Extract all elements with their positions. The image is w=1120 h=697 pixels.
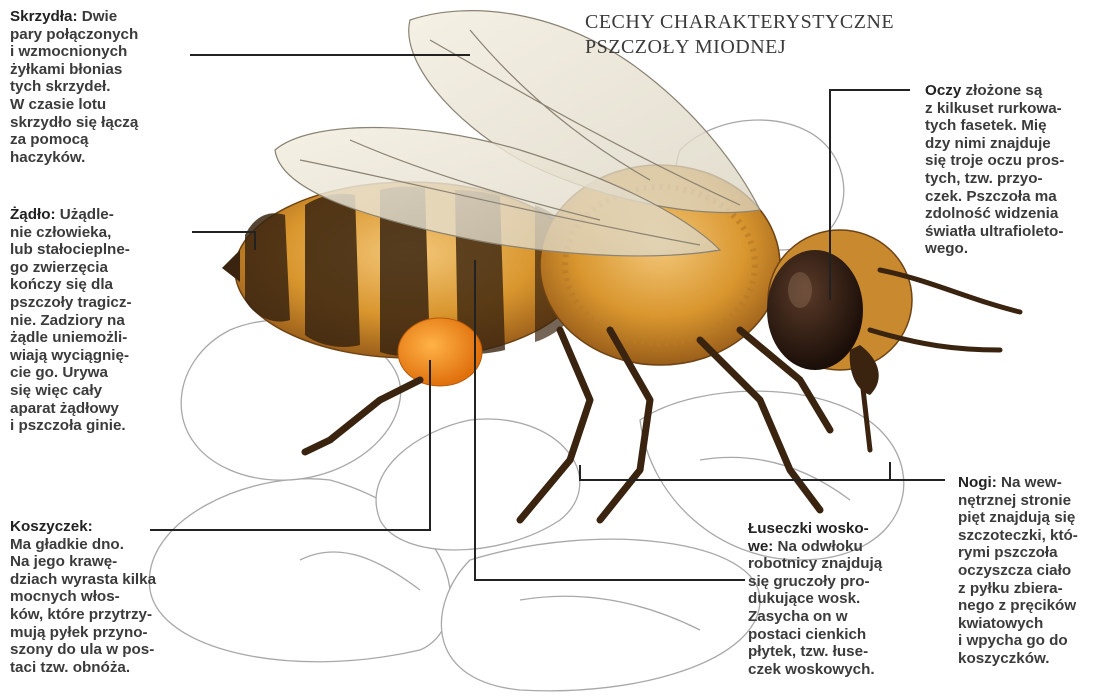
label-legs-heading: Nogi:	[958, 474, 997, 491]
label-wings-body: Dwie pary połączonych i wzmocnionych żył…	[10, 8, 138, 166]
label-sting: Żądło: Użądle- nie człowieka, lub stałoc…	[10, 206, 195, 435]
pollen-load	[398, 318, 482, 386]
compound-eye	[767, 250, 863, 370]
label-sting-body: Użądle- nie człowieka, lub stałocieplne-…	[10, 206, 132, 434]
label-basket-heading: Koszyczek:	[10, 518, 93, 535]
label-legs: Nogi: Na wew- nętrznej stronie pięt znaj…	[958, 474, 1118, 668]
label-wax-scales: Łuseczki wosko- we: Na odwłoku robotnicy…	[748, 520, 928, 678]
label-wings-heading: Skrzydła:	[10, 8, 78, 25]
diagram-title: CECHY CHARAKTERYSTYCZNE PSZCZOŁY MIODNEJ	[585, 10, 1005, 60]
flower-petal	[441, 539, 760, 691]
label-eyes-heading: Oczy	[925, 82, 961, 99]
label-sting-heading: Żądło:	[10, 206, 56, 223]
label-basket-body: Ma gładkie dno. Na jego krawę- dziach wy…	[10, 536, 156, 676]
label-eyes: Oczy złożone są z kilkuset rurkowa- tych…	[925, 82, 1115, 258]
label-eyes-body: złożone są z kilkuset rurkowa- tych fase…	[925, 82, 1064, 257]
label-wings: Skrzydła: Dwie pary połączonych i wzmocn…	[10, 8, 195, 166]
label-basket: Koszyczek: Ma gładkie dno. Na jego krawę…	[10, 518, 210, 676]
label-wax-scales-body: Na odwłoku robotnicy znajdują się gruczo…	[748, 538, 882, 678]
label-legs-body: Na wew- nętrznej stronie pięt znajdują s…	[958, 474, 1078, 667]
